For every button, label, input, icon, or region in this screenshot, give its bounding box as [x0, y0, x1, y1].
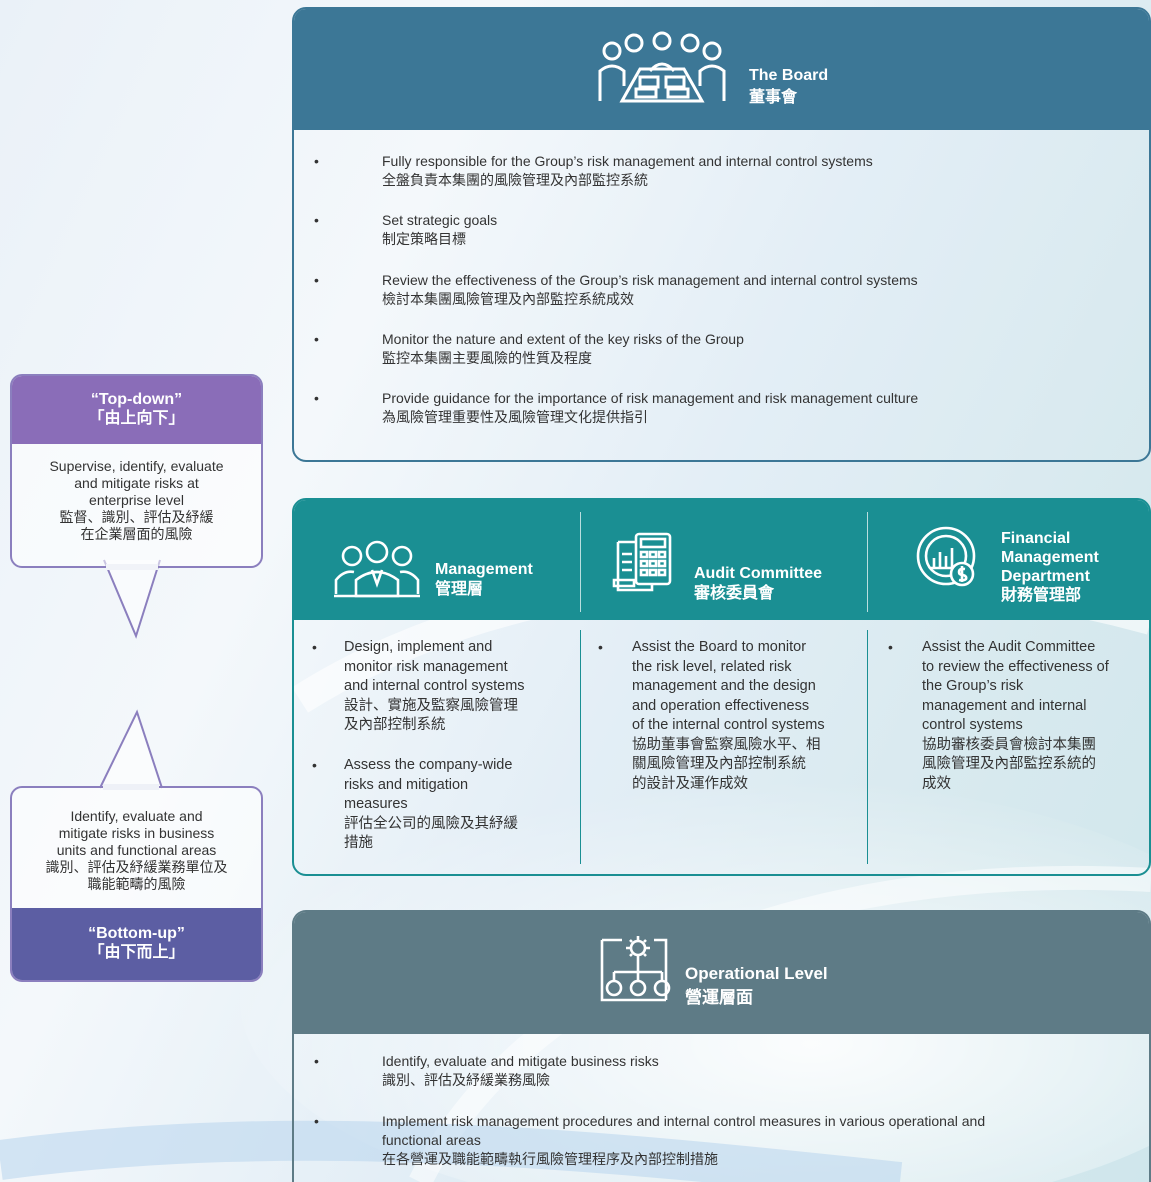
bullet: •: [314, 331, 319, 347]
column-divider: [867, 630, 868, 864]
operational-item-1: Identify, evaluate and mitigate business…: [382, 1053, 659, 1088]
bullet: •: [314, 212, 319, 228]
operational-header: Operational Level 營運層面: [294, 912, 1149, 1034]
bottomup-box: Identify, evaluate and mitigate risks in…: [10, 786, 263, 982]
process-flow-icon: [600, 936, 671, 1002]
calculator-document-icon: [612, 532, 672, 592]
operational-title-en: Operational Level: [685, 964, 828, 983]
board-item-3: Review the effectiveness of the Group’s …: [382, 272, 918, 307]
column-divider: [580, 512, 581, 612]
bullet: •: [312, 757, 317, 773]
bottomup-seam: [103, 784, 159, 790]
middle-panel: Management 管理層 Audit Committee 審核委員會 Fin…: [292, 498, 1151, 876]
bullet: •: [888, 639, 893, 655]
topdown-box: “Top-down” 「由上向下」 Supervise, identify, e…: [10, 374, 263, 568]
board-header: The Board 董事會: [294, 9, 1149, 130]
operational-item-2: Implement risk management procedures and…: [382, 1113, 986, 1167]
operational-panel: Operational Level 營運層面 • Identify, evalu…: [292, 910, 1151, 1182]
board-item-5: Provide guidance for the importance of r…: [382, 390, 919, 425]
bottomup-head-en: “Bottom-up”: [88, 925, 185, 942]
column-divider: [867, 512, 868, 612]
middle-header: [294, 500, 1149, 620]
team-people-icon: [334, 540, 420, 598]
bottomup-head-zh: 「由下而上」: [88, 944, 185, 961]
audit-title-zh: 審核委員會: [694, 585, 775, 602]
bullet: •: [314, 1053, 319, 1069]
finance-title-en-1: Financial: [1001, 530, 1071, 547]
finance-title-zh: 財務管理部: [1001, 587, 1082, 604]
finance-title-en-3: Department: [1001, 568, 1090, 585]
operational-title-zh: 營運層面: [685, 988, 753, 1007]
topdown-pointer: [99, 559, 163, 789]
bullet: •: [312, 639, 317, 655]
financial-chart-icon: [916, 526, 976, 587]
audit-title-en: Audit Committee: [694, 565, 822, 582]
board-item-4: Monitor the nature and extent of the key…: [382, 331, 744, 366]
bullet: •: [314, 272, 319, 288]
management-title-en: Management: [435, 561, 533, 578]
finance-item-1: Assist the Audit Committee to review the…: [922, 639, 1109, 792]
topdown-head-zh: 「由上向下」: [88, 410, 185, 427]
bottomup-head: “Bottom-up” 「由下而上」: [12, 908, 261, 980]
topdown-head: “Top-down” 「由上向下」: [12, 376, 261, 444]
bullet: •: [314, 1113, 319, 1129]
topdown-head-en: “Top-down”: [90, 391, 183, 408]
topdown-seam: [106, 564, 158, 570]
board-item-1: Fully responsible for the Group’s risk m…: [382, 153, 873, 188]
management-item-1: Design, implement and monitor risk manag…: [344, 639, 525, 733]
bullet: •: [314, 390, 319, 406]
boardroom-meeting-icon: [598, 31, 726, 103]
column-divider: [580, 630, 581, 864]
management-item-2: Assess the company-wide risks and mitiga…: [344, 757, 518, 851]
bullet: •: [598, 639, 603, 655]
board-title-zh: 董事會: [749, 89, 798, 106]
board-panel: The Board 董事會 • Fully responsible for th…: [292, 7, 1151, 462]
management-title-zh: 管理層: [435, 581, 484, 598]
audit-item-1: Assist the Board to monitor the risk lev…: [632, 639, 825, 792]
finance-title-en-2: Management: [1001, 549, 1099, 566]
board-title-en: The Board: [749, 67, 829, 84]
topdown-body: Supervise, identify, evaluate and mitiga…: [49, 458, 224, 542]
bullet: •: [314, 153, 319, 169]
bottomup-body: Identify, evaluate and mitigate risks in…: [45, 808, 228, 892]
